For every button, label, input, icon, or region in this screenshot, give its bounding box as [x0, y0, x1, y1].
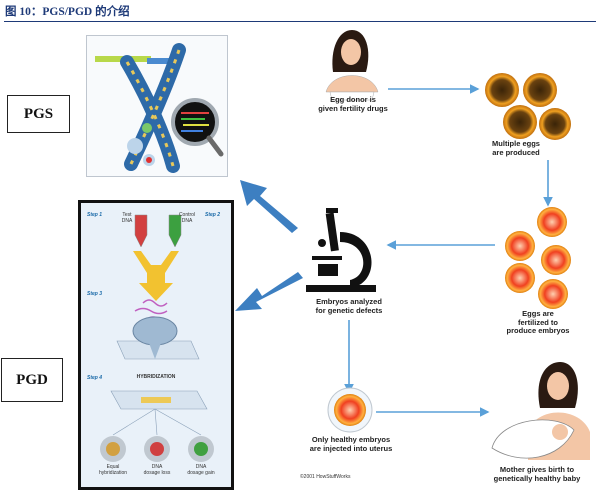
step-3-label: Step 3: [87, 291, 103, 297]
fertilized-caption: Eggs are fertilized to produce embryos: [506, 309, 570, 336]
copyright-text: ©2001 HowStuffWorks: [300, 474, 351, 480]
test-dna-label: Test DNA: [121, 212, 133, 224]
pgd-illustration: Step 1 Step 2 Step 3 Step 4 Test DNA Con…: [78, 200, 234, 490]
mother-baby-figure: [491, 362, 590, 460]
microscope-icon: [306, 208, 376, 292]
step-4-label: Step 4: [87, 375, 103, 381]
dosage-loss-label: DNA dosage loss: [143, 464, 171, 476]
egg-donor-figure: [325, 30, 379, 101]
control-dna-label: Control DNA: [178, 212, 196, 224]
embryo-cluster: [505, 207, 571, 309]
egg-donor-caption: Egg donor is given fertility drugs: [318, 95, 388, 113]
step-1-label: Step 1: [87, 212, 103, 218]
pgd-label: PGD: [1, 358, 63, 402]
injected-caption: Only healthy embryos are injected into u…: [309, 435, 393, 453]
array-cgh-diagram: [81, 203, 231, 487]
chromosome-icon: [87, 36, 227, 176]
dosage-gain-label: DNA dosage gain: [187, 464, 215, 476]
pgs-illustration: [86, 35, 228, 177]
analyzed-caption: Embryos analyzed for genetic defects: [315, 297, 383, 315]
arrow-to-pgs: [240, 180, 298, 233]
injected-embryo: [327, 387, 373, 433]
egg-cluster: [485, 73, 571, 140]
birth-caption: Mother gives birth to genetically health…: [493, 465, 581, 483]
step-2-label: Step 2: [205, 212, 221, 218]
equal-hybridization-label: Equal hybridization: [98, 464, 128, 476]
multiple-eggs-caption: Multiple eggs are produced: [492, 139, 540, 157]
arrow-to-pgd: [235, 272, 303, 311]
figure-title: 图 10：PGS/PGD 的介绍: [5, 6, 130, 18]
title-divider: [4, 21, 596, 22]
hybridization-label: HYBRIDIZATION: [136, 374, 176, 380]
pgs-label: PGS: [7, 95, 70, 133]
